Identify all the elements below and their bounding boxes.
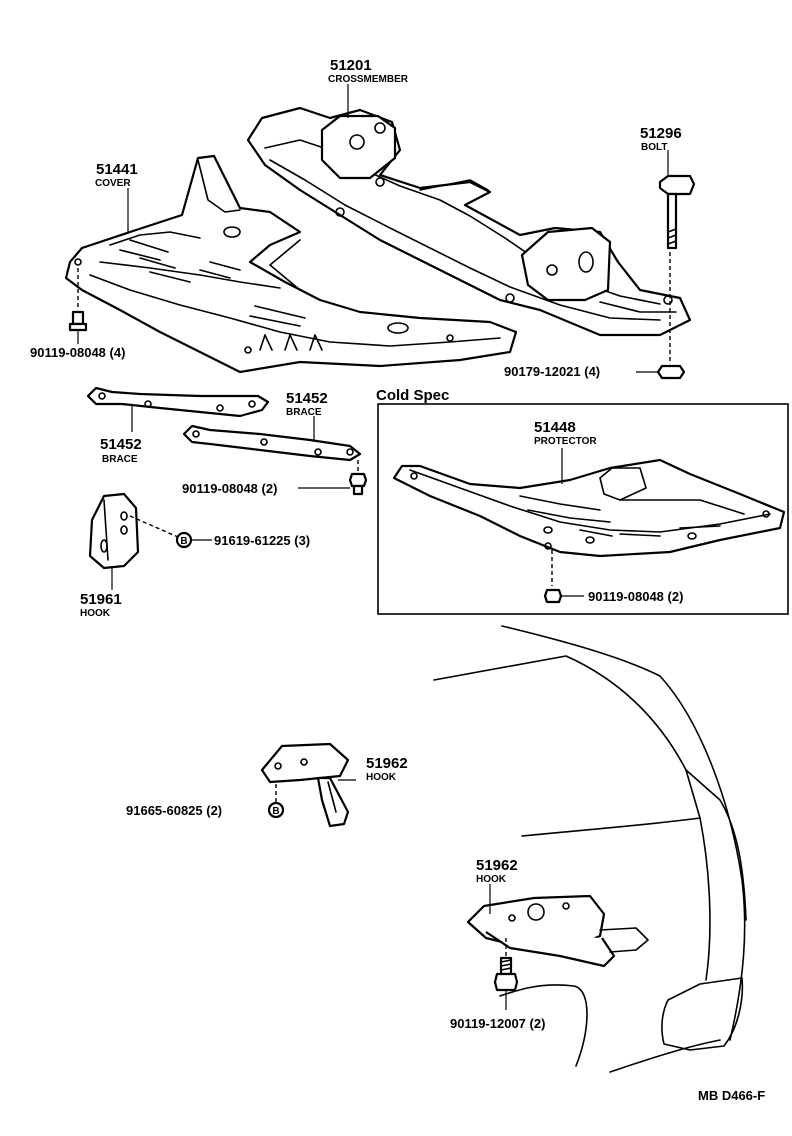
nut-part-number: 90179-12021 (4) [504,364,600,379]
hook-rear-2-number: 51962 [476,857,518,874]
hook-rear-2-drawing [466,894,649,968]
protector-drawing [392,458,786,558]
hook-rear-1-bolt-part-number: 91665-60825 (2) [126,803,222,818]
cover-bolt-part-number: 90119-08048 (4) [30,345,125,360]
hook-rear-2-bolt-icon [493,956,519,992]
cover-bolt-icon [68,310,88,332]
protector-number: 51448 [534,419,576,436]
bolt-number: 51296 [640,125,682,142]
brace-left-drawing [86,386,270,418]
bolt-drawing [658,174,696,250]
brace-bolt-icon [348,472,368,496]
hook-front-bolt-part-number: 91619-61225 (3) [214,533,310,548]
crossmember-name: CROSSMEMBER [328,74,409,85]
svg-text:B: B [272,806,279,817]
hook-rear-1-drawing [260,742,350,828]
cover-drawing [64,154,518,374]
hook-rear-1-number: 51962 [366,755,408,772]
cold-spec-label: Cold Spec [376,387,449,404]
vehicle-body-outline [433,625,747,1073]
bolt-name: BOLT [641,142,667,153]
hook-front-number: 51961 [80,591,122,608]
diagram-code: MB D466-F [698,1088,765,1103]
hook-front-name: HOOK [80,608,111,619]
protector-bolt-part-number: 90119-08048 (2) [588,589,683,604]
brace-left-name: BRACE [102,454,138,465]
brace-right-number: 51452 [286,390,328,407]
b-badge-2-icon: B [267,801,285,819]
hook-rear-2-bolt-part-number: 90119-12007 (2) [450,1016,545,1031]
brace-right-drawing [182,424,362,462]
cold-spec-box [377,403,789,615]
hook-front-drawing [88,492,140,570]
cover-number: 51441 [96,161,138,178]
nut-icon [656,364,686,380]
brace-left-number: 51452 [100,436,142,453]
hook-front-dash [129,515,179,538]
b-badge-icon: B [175,531,193,549]
crossmember-number: 51201 [330,57,372,74]
protector-name: PROTECTOR [534,436,597,447]
crossmember-drawing [246,106,692,337]
cover-name: COVER [95,178,131,189]
brace-bolt-part-number: 90119-08048 (2) [182,481,277,496]
hook-rear-1-name: HOOK [366,772,397,783]
svg-text:B: B [180,536,187,547]
brace-right-name: BRACE [286,407,322,418]
protector-bolt-icon [543,588,563,604]
hook-rear-2-name: HOOK [476,874,507,885]
